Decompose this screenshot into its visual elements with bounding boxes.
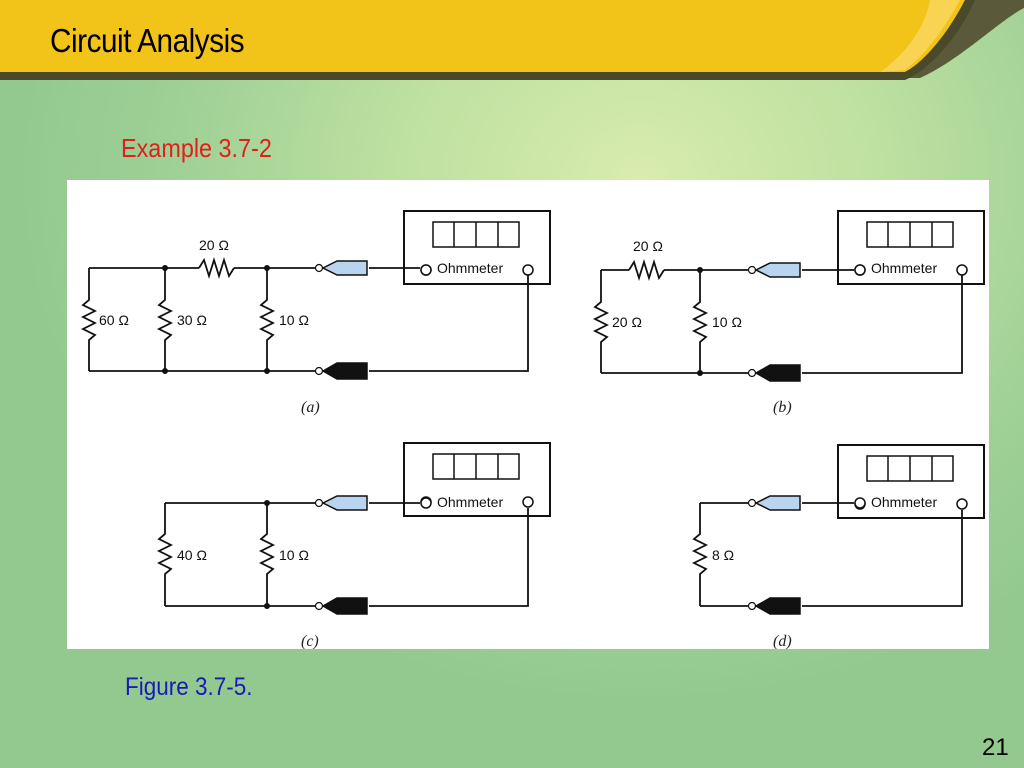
panel-c-black-probe <box>314 597 368 615</box>
panel-c <box>156 442 551 607</box>
panel-b-red-probe <box>747 262 801 278</box>
panel-a-r2-label: 60 Ω <box>99 312 129 328</box>
panel-b <box>592 210 985 374</box>
circuit-diagram: Ohmmeter 20 Ω 60 Ω 30 Ω 10 Ω (a) Ohmmete… <box>80 210 985 650</box>
panel-a-r1-label: 20 Ω <box>199 237 229 253</box>
panel-a-nodes <box>162 265 270 374</box>
figure-caption: Figure 3.7-5. <box>125 673 253 701</box>
panel-a-r3-label: 30 Ω <box>177 312 207 328</box>
panel-c-caption: (c) <box>301 633 319 649</box>
page-title: Circuit Analysis <box>50 22 245 59</box>
panel-d-caption: (d) <box>773 633 792 649</box>
panel-c-nodes <box>264 500 270 609</box>
panel-a-red-probe <box>314 260 368 276</box>
panel-a-black-probe <box>314 362 368 380</box>
panel-b-black-probe <box>747 364 801 382</box>
panel-a-r4-label: 10 Ω <box>279 312 309 328</box>
panel-d-meter-label: Ohmmeter <box>871 494 937 510</box>
panel-d-red-probe <box>747 495 801 511</box>
panel-a-meter-label: Ohmmeter <box>437 260 503 276</box>
panel-d-r1-label: 8 Ω <box>712 547 734 563</box>
panel-a <box>80 210 551 372</box>
panel-b-r1-label: 20 Ω <box>633 238 663 254</box>
panel-c-meter-label: Ohmmeter <box>437 494 503 510</box>
header-banner <box>0 0 1024 80</box>
panel-a-caption: (a) <box>301 399 320 416</box>
panel-b-nodes <box>697 267 703 376</box>
panel-d <box>691 444 985 607</box>
panel-c-r2-label: 10 Ω <box>279 547 309 563</box>
example-label: Example 3.7-2 <box>121 133 272 163</box>
circuit-figure: Ohmmeter 20 Ω 60 Ω 30 Ω 10 Ω (a) Ohmmete… <box>67 180 989 650</box>
panel-b-r2-label: 20 Ω <box>612 314 642 330</box>
panel-b-meter-label: Ohmmeter <box>871 260 937 276</box>
panel-d-black-probe <box>747 597 801 615</box>
panel-b-r3-label: 10 Ω <box>712 314 742 330</box>
page-number: 21 <box>982 734 1009 761</box>
panel-b-caption: (b) <box>773 399 792 416</box>
panel-c-red-probe <box>314 495 368 511</box>
panel-c-r1-label: 40 Ω <box>177 547 207 563</box>
